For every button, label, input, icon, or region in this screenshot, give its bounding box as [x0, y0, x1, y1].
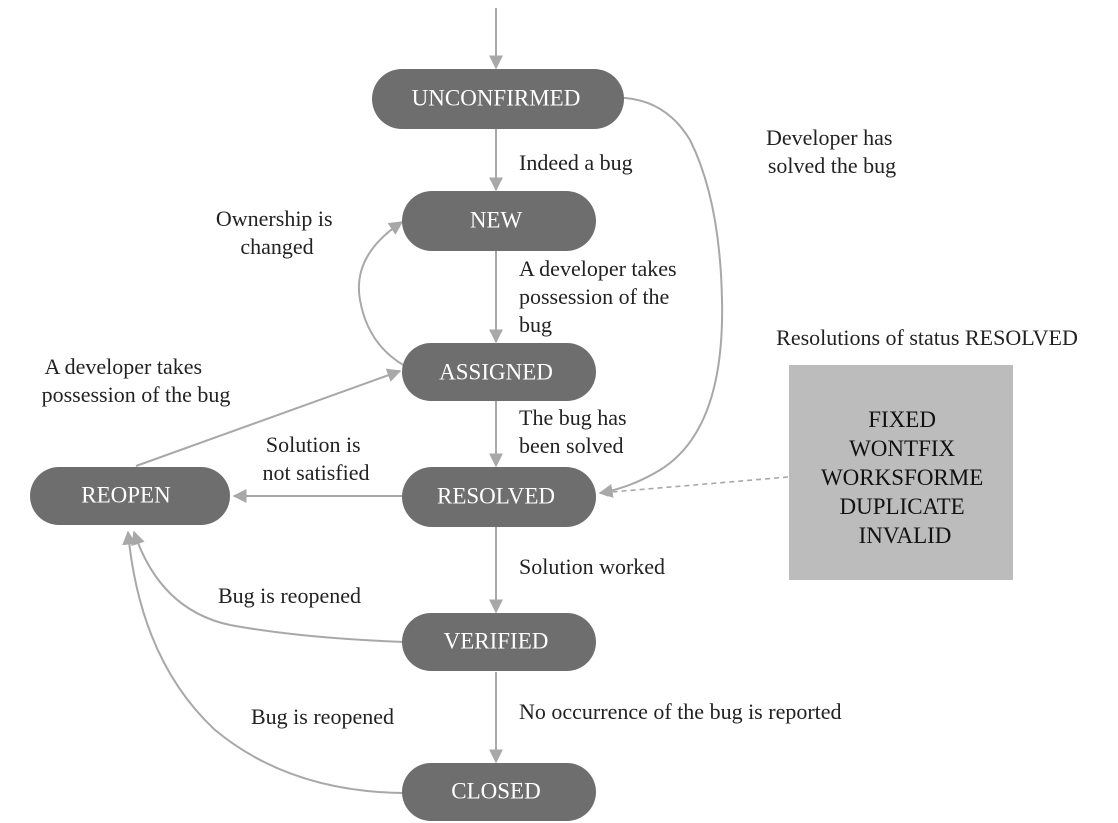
state-reopen-label: REOPEN	[81, 482, 171, 507]
label-indeed-bug: Indeed a bug	[519, 150, 633, 175]
label-developer-solved: Developer has solved the bug	[766, 125, 898, 178]
state-new-label: NEW	[470, 207, 523, 232]
state-assigned-label: ASSIGNED	[439, 359, 553, 384]
resolutions-title: Resolutions of status RESOLVED	[776, 325, 1078, 350]
resolution-wontfix: WONTFIX	[849, 436, 955, 461]
label-no-occurrence: No occurrence of the bug is reported	[519, 699, 842, 724]
state-unconfirmed: UNCONFIRMED	[372, 69, 624, 129]
edge-resolutions-resolved	[599, 476, 789, 497]
resolutions-panel: Resolutions of status RESOLVED FIXED WON…	[776, 325, 1078, 580]
resolution-invalid: INVALID	[859, 523, 952, 548]
label-reopened-closed: Bug is reopened	[251, 704, 394, 729]
label-reopened-verified: Bug is reopened	[218, 583, 361, 608]
resolutions-box	[789, 365, 1013, 580]
state-assigned: ASSIGNED	[402, 343, 596, 401]
edge-closed-reopen	[122, 530, 405, 794]
resolution-duplicate: DUPLICATE	[840, 494, 965, 519]
state-closed: CLOSED	[402, 763, 596, 821]
edge-unconfirmed-resolved	[597, 96, 724, 498]
label-ownership-changed: Ownership is changed	[216, 206, 338, 259]
state-verified-label: VERIFIED	[444, 628, 549, 653]
state-closed-label: CLOSED	[451, 778, 540, 803]
transition-labels: Indeed a bug Developer has solved the bu…	[42, 125, 898, 729]
state-new: NEW	[402, 191, 596, 251]
state-verified: VERIFIED	[402, 613, 596, 671]
label-not-satisfied: Solution is not satisfied	[263, 432, 370, 485]
state-resolved: RESOLVED	[402, 467, 596, 527]
state-resolved-label: RESOLVED	[437, 483, 555, 508]
label-solution-worked: Solution worked	[519, 554, 665, 579]
edge-verified-reopen	[131, 530, 405, 643]
label-bug-solved: The bug has been solved	[519, 405, 632, 458]
label-reopen-possession: A developer takes possession of the bug	[42, 354, 231, 407]
state-reopen: REOPEN	[30, 467, 230, 525]
edge-reopen-assigned	[135, 368, 402, 467]
state-unconfirmed-label: UNCONFIRMED	[412, 85, 581, 110]
resolution-fixed: FIXED	[868, 407, 936, 432]
resolution-worksforme: WORKSFORME	[821, 465, 983, 490]
resolutions-list: FIXED WONTFIX WORKSFORME DUPLICATE INVAL…	[821, 407, 989, 548]
edge-assigned-new	[357, 221, 406, 367]
edges	[122, 8, 789, 794]
label-takes-possession: A developer takes possession of the bug	[519, 256, 682, 337]
